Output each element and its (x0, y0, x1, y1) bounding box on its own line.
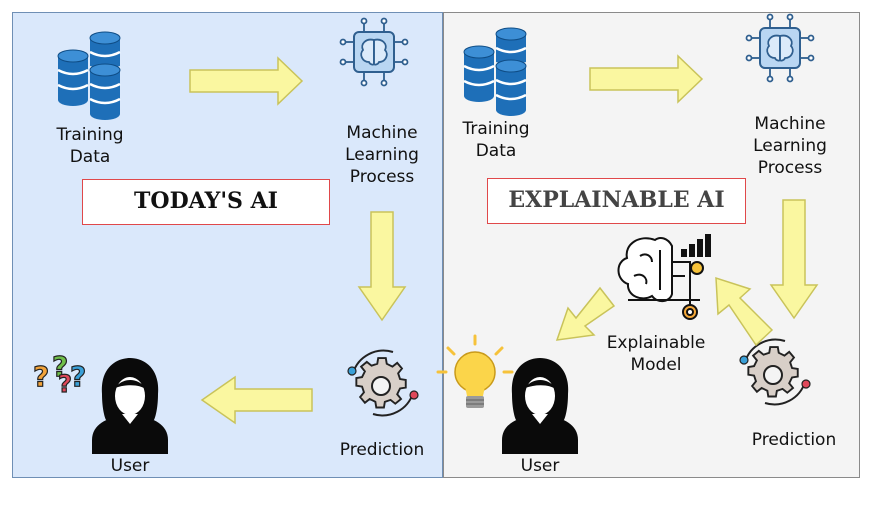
right-brain-chip-icon (745, 13, 815, 83)
right-training-data-label: Training Data (462, 119, 530, 161)
right-arrow-prediction-to-model (715, 276, 774, 347)
svg-text:?: ? (52, 350, 68, 383)
right-user-label: User (520, 456, 560, 476)
svg-text:?: ? (70, 360, 86, 393)
left-prediction-label: Prediction (339, 440, 425, 460)
right-arrow-model-to-user (555, 286, 616, 341)
right-arrow-data-to-ml (589, 54, 704, 104)
todays-ai-title: TODAY'S AI (82, 179, 330, 225)
right-prediction-label: Prediction (751, 430, 837, 450)
left-arrow-ml-to-prediction (357, 211, 407, 322)
lightbulb-icon (436, 334, 514, 408)
right-database-icon (462, 26, 528, 118)
right-gear-icon (739, 338, 811, 406)
explainable-ai-title: EXPLAINABLE AI (487, 178, 746, 224)
question-marks-icon: ? ? ? ? (32, 349, 86, 398)
left-arrow-prediction-to-user (200, 375, 313, 425)
left-arrow-data-to-ml (189, 56, 304, 106)
svg-text:?: ? (58, 370, 72, 398)
left-database-icon (56, 30, 122, 122)
svg-text:?: ? (33, 360, 49, 393)
brain-chart-icon (617, 234, 711, 320)
left-user-icon (92, 358, 168, 454)
left-training-data-label: Training Data (56, 125, 124, 167)
left-ml-process-label: Machine Learning Process (345, 123, 419, 187)
explainable-model-label: Explainable Model (606, 333, 706, 375)
right-arrow-ml-to-prediction (769, 199, 819, 320)
right-ml-process-label: Machine Learning Process (753, 114, 827, 178)
left-brain-chip-icon (339, 17, 409, 87)
left-user-label: User (110, 456, 150, 476)
left-gear-icon (347, 349, 419, 417)
